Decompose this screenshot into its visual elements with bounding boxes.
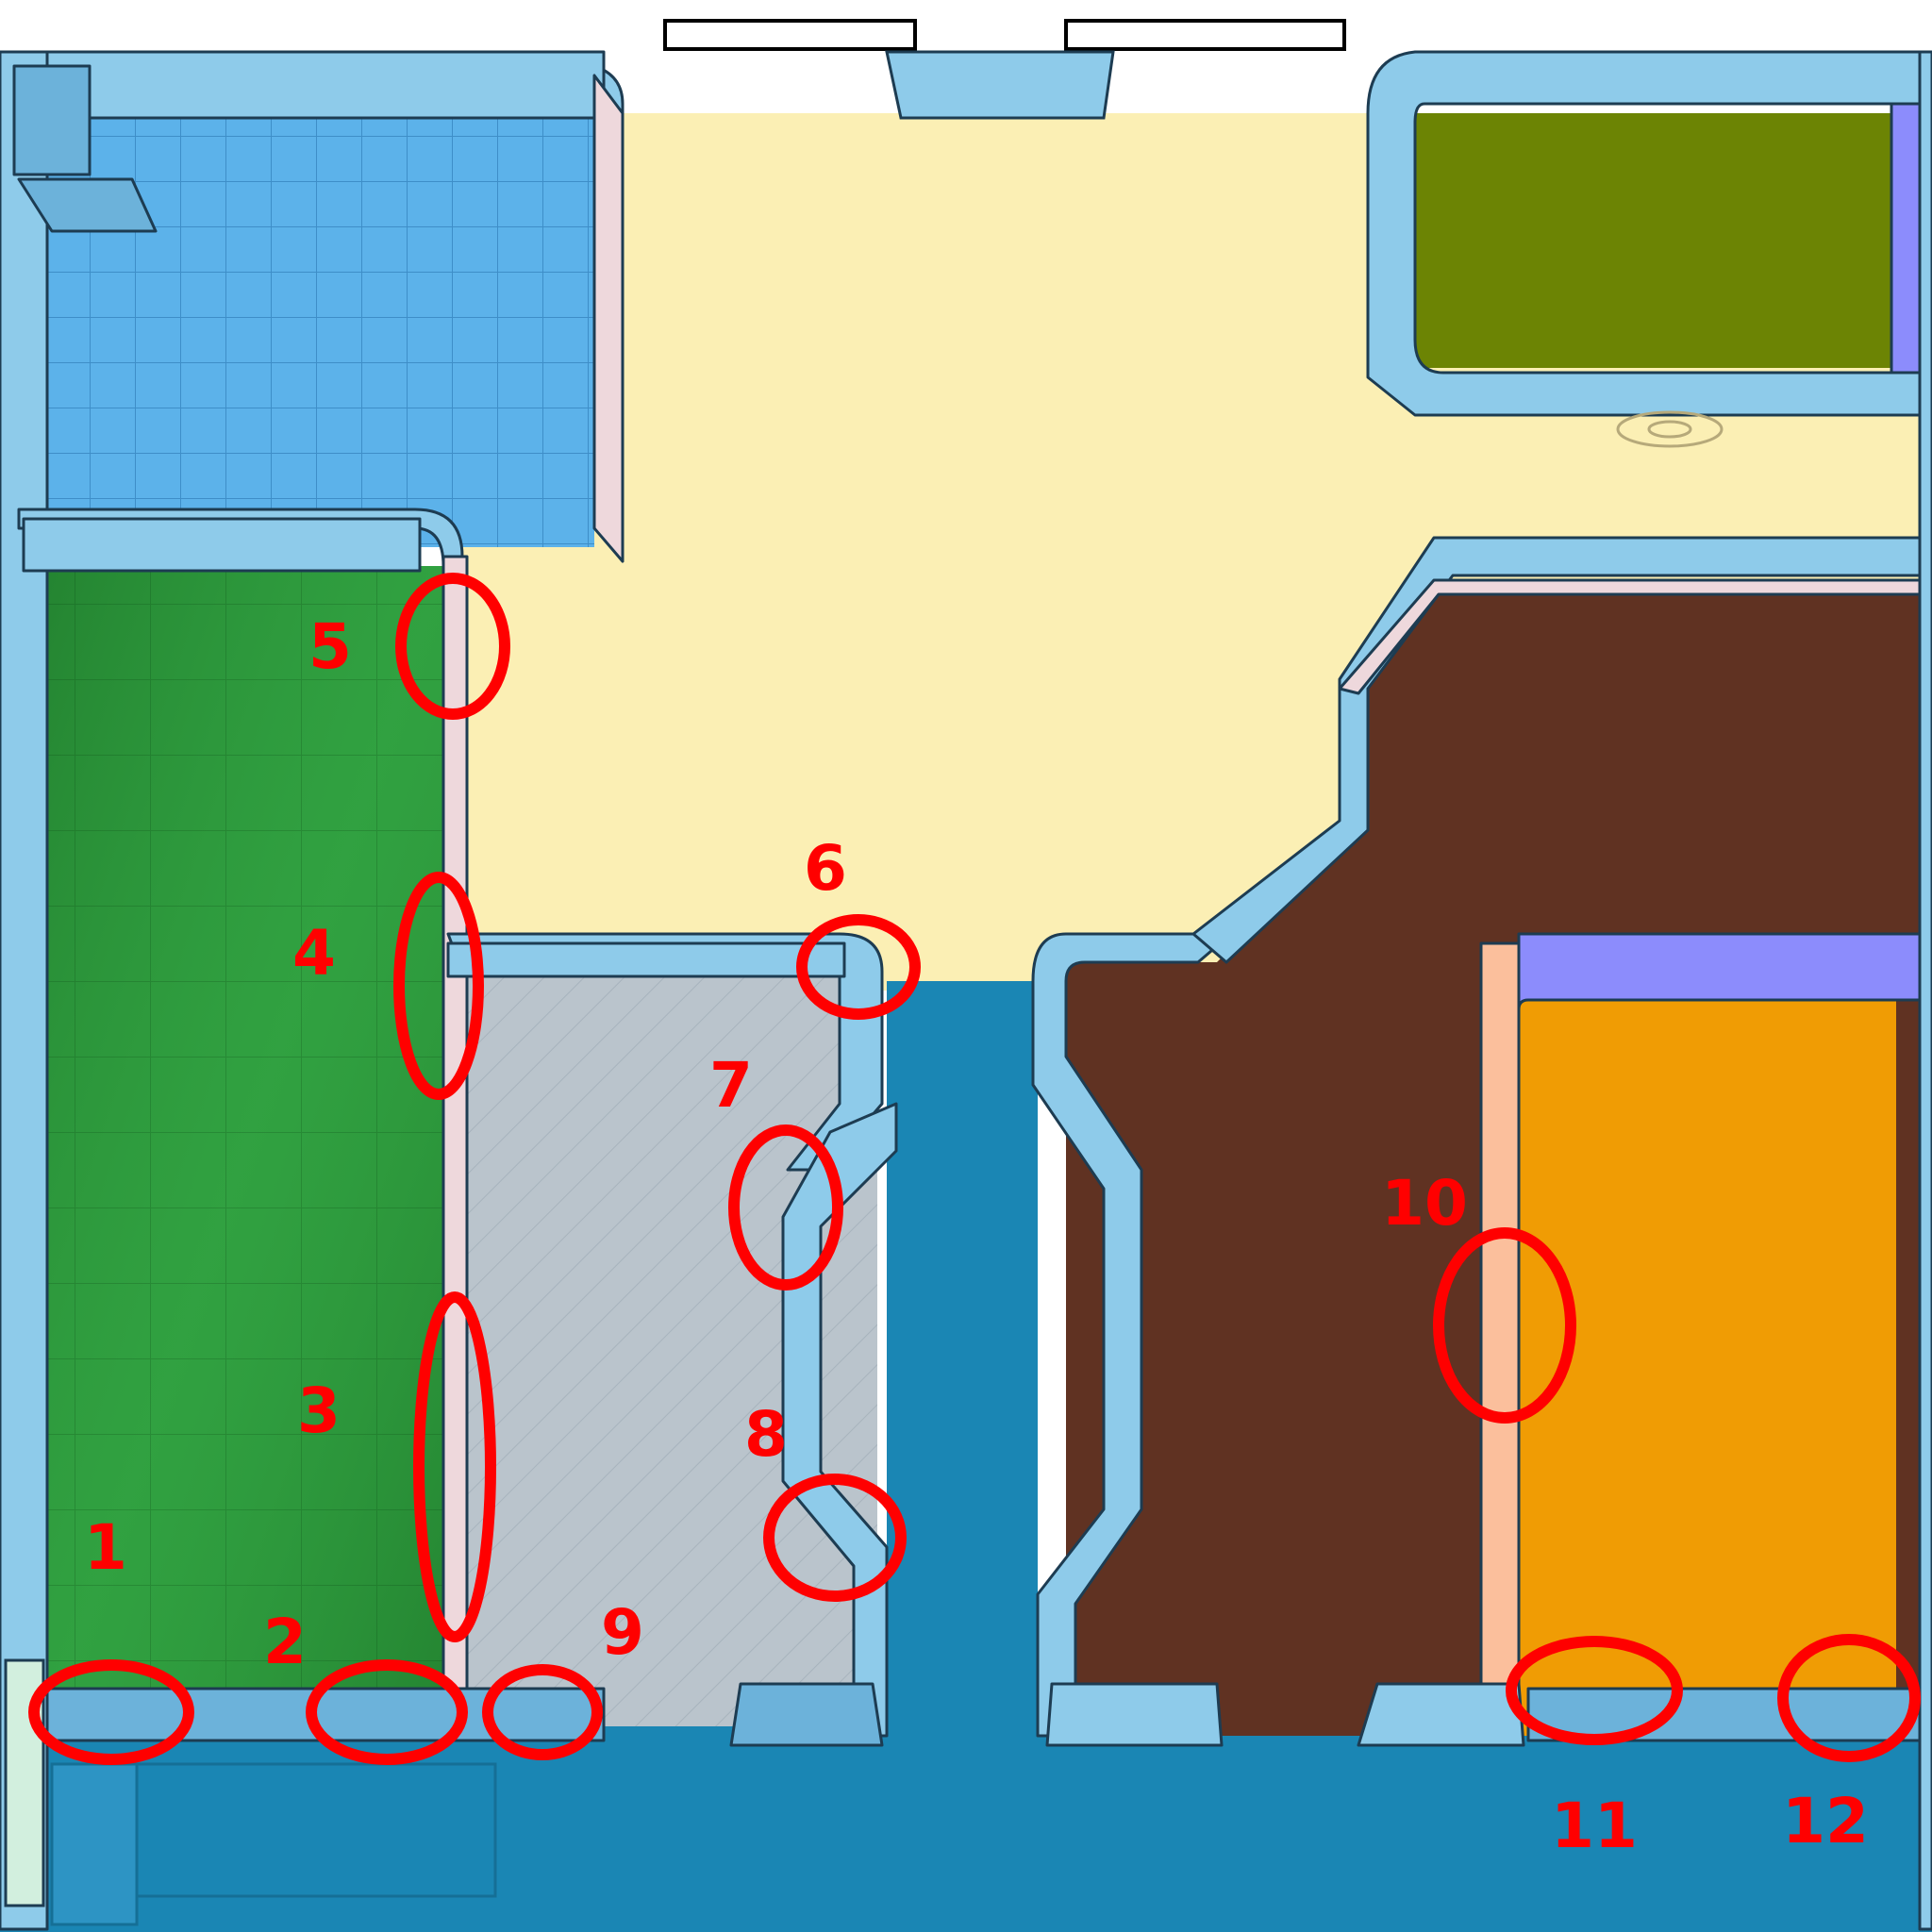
markers: 1 2 3 4 5 6 7 8 bbox=[28, 573, 1921, 1862]
marker-1: 1 bbox=[28, 1511, 194, 1765]
marker-2-circle bbox=[306, 1659, 468, 1765]
wall-orange-room-cap bbox=[1357, 1682, 1525, 1747]
details bbox=[4, 19, 1724, 1926]
marker-4: 4 bbox=[292, 872, 484, 1100]
rope-coil bbox=[1616, 410, 1724, 448]
marker-1-circle bbox=[28, 1659, 194, 1765]
marker-3-circle bbox=[413, 1291, 496, 1642]
wall-gray-room-cap bbox=[446, 941, 846, 978]
wall-orange-room-left bbox=[1479, 941, 1521, 1728]
green-room-shading bbox=[47, 566, 443, 1736]
marker-10-circle bbox=[1433, 1227, 1576, 1424]
marker-12-label: 12 bbox=[1782, 1785, 1869, 1857]
marker-12: 12 bbox=[1777, 1634, 1921, 1857]
marker-2-label: 2 bbox=[263, 1606, 307, 1678]
rope-coil-inner bbox=[1647, 420, 1692, 439]
marker-8-circle bbox=[763, 1474, 907, 1602]
marker-12-circle bbox=[1777, 1634, 1921, 1762]
orange-room-floor bbox=[1519, 1000, 1896, 1745]
wall-pool-step-top bbox=[12, 64, 92, 176]
wall-green-room-inner bbox=[441, 555, 469, 1719]
marker-1-label: 1 bbox=[84, 1511, 127, 1584]
marker-7: 7 bbox=[709, 1049, 843, 1291]
marker-4-circle bbox=[393, 872, 484, 1100]
marker-9-label: 9 bbox=[601, 1596, 644, 1669]
marker-7-label: 7 bbox=[709, 1049, 753, 1122]
marker-11-label: 11 bbox=[1551, 1790, 1638, 1862]
walls bbox=[0, 50, 1932, 1931]
marker-6: 6 bbox=[796, 832, 921, 1020]
wall-orange-room-top bbox=[1517, 932, 1926, 1011]
marker-9-circle bbox=[482, 1664, 603, 1760]
blue-tile-room-floor bbox=[47, 94, 594, 547]
wall-corridor-right bbox=[1031, 932, 1233, 1738]
wall-gray-room-zigzag bbox=[781, 1102, 898, 1738]
marker-11-circle bbox=[1506, 1636, 1683, 1745]
wall-corridor-right-cap bbox=[1045, 1682, 1224, 1747]
marker-6-label: 6 bbox=[804, 832, 847, 905]
wall-left-outer bbox=[0, 50, 49, 1931]
top-entrance-cap bbox=[885, 50, 1115, 120]
wall-pool-step bbox=[17, 177, 158, 233]
corridor-floor bbox=[0, 981, 1932, 1932]
marker-11: 11 bbox=[1506, 1636, 1683, 1862]
olive-room-floor bbox=[1406, 113, 1896, 368]
marker-3-label: 3 bbox=[297, 1374, 341, 1447]
marker-5-circle bbox=[395, 573, 510, 720]
wall-green-room-cap bbox=[22, 517, 422, 573]
marker-9: 9 bbox=[482, 1596, 644, 1760]
marker-3: 3 bbox=[297, 1291, 496, 1642]
top-door-left bbox=[663, 19, 917, 51]
marker-10: 10 bbox=[1381, 1167, 1576, 1424]
marker-10-label: 10 bbox=[1381, 1167, 1468, 1240]
marker-5: 5 bbox=[308, 573, 510, 720]
wall-olive-room bbox=[1366, 50, 1922, 417]
marker-8: 8 bbox=[744, 1398, 907, 1602]
marker-4-label: 4 bbox=[292, 917, 336, 990]
wall-bottom-cap-right bbox=[1526, 1687, 1922, 1742]
marker-8-label: 8 bbox=[744, 1398, 788, 1471]
wall-gray-room-bottom-cap bbox=[729, 1682, 884, 1747]
top-door-right bbox=[1064, 19, 1346, 51]
marker-5-label: 5 bbox=[308, 610, 352, 683]
wall-right-outer bbox=[1918, 50, 1932, 1931]
marker-7-circle bbox=[728, 1124, 843, 1291]
marker-2: 2 bbox=[263, 1606, 468, 1765]
marker-6-circle bbox=[796, 914, 921, 1020]
wall-top-left-room-inner bbox=[592, 74, 625, 563]
corridor-block-left bbox=[50, 1762, 139, 1926]
wall-top-left-room-top bbox=[8, 50, 606, 120]
